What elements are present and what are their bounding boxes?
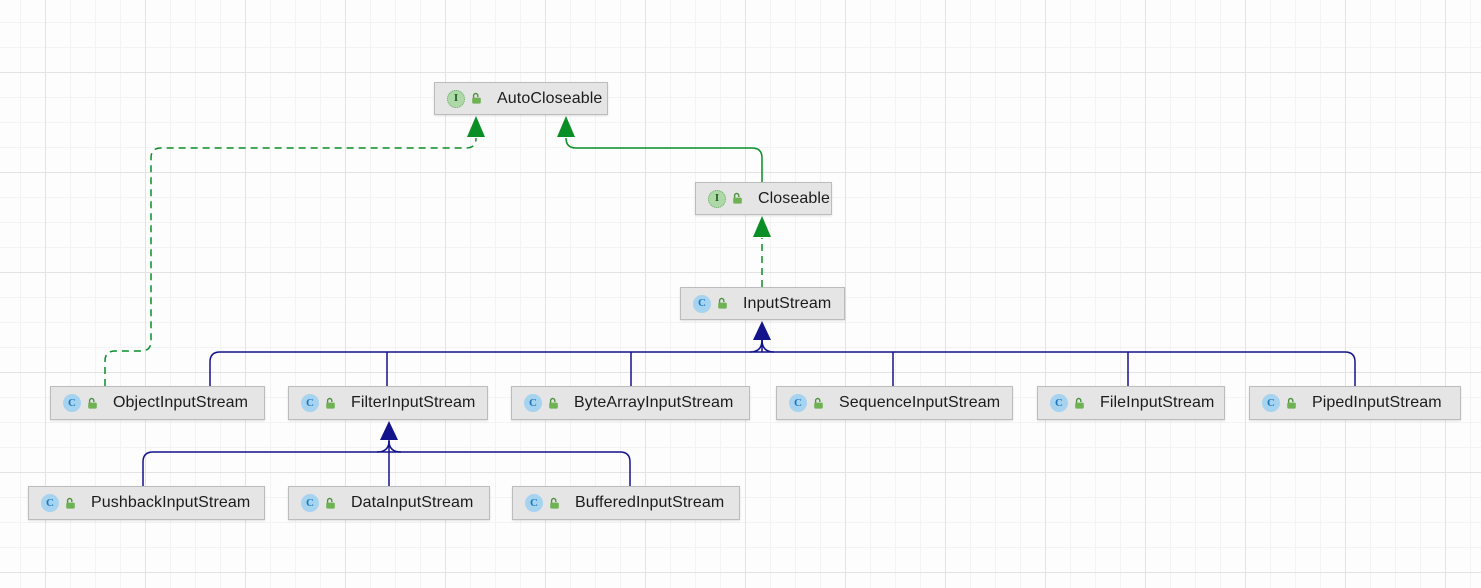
public-key-icon: [813, 397, 825, 410]
public-key-icon: [325, 397, 337, 410]
class-icon: C: [524, 394, 542, 412]
node-label: PipedInputStream: [1312, 394, 1442, 411]
node-label: InputStream: [743, 294, 832, 312]
class-icon: C: [63, 394, 81, 412]
public-key-icon: [549, 497, 561, 510]
inheritance-arrowhead: [753, 321, 771, 340]
node-label: ObjectInputStream: [113, 394, 249, 411]
class-icon: C: [301, 394, 319, 412]
public-key-icon: [87, 397, 99, 410]
node-datainputstream[interactable]: C DataInputStream: [288, 486, 490, 520]
inheritance-arrowhead: [753, 216, 771, 237]
public-key-icon: [1074, 397, 1086, 410]
edge-inputstream-implements-closeable[interactable]: [753, 216, 771, 287]
edge-objectinputstream-implements-autocloseable[interactable]: [104, 116, 485, 386]
node-pipedinputstream[interactable]: C PipedInputStream: [1249, 386, 1461, 420]
class-icon: C: [1262, 394, 1280, 412]
public-key-icon: [471, 92, 483, 105]
node-fileinputstream[interactable]: C FileInputStream: [1037, 386, 1225, 420]
node-objectinputstream[interactable]: C ObjectInputStream: [50, 386, 265, 420]
public-key-icon: [325, 497, 337, 510]
class-icon: C: [41, 494, 59, 512]
node-label: SequenceInputStream: [839, 394, 1001, 411]
node-label: AutoCloseable: [497, 89, 603, 107]
node-autocloseable[interactable]: I AutoCloseable: [434, 82, 608, 115]
public-key-icon: [1286, 397, 1298, 410]
inheritance-arrowhead: [557, 116, 575, 137]
class-icon: C: [301, 494, 319, 512]
node-label: Closeable: [758, 189, 831, 207]
class-icon: C: [693, 294, 711, 313]
public-key-icon: [65, 497, 77, 510]
edge-inputstream-subclasses[interactable]: [209, 321, 1356, 386]
node-bufferedinputstream[interactable]: C BufferedInputStream: [512, 486, 740, 520]
node-closeable[interactable]: I Closeable: [695, 182, 832, 215]
node-inputstream[interactable]: C InputStream: [680, 287, 845, 320]
public-key-icon: [548, 397, 560, 410]
node-label: FileInputStream: [1100, 394, 1215, 411]
node-filterinputstream[interactable]: C FilterInputStream: [288, 386, 488, 420]
node-label: FilterInputStream: [351, 394, 476, 411]
interface-icon: I: [708, 189, 726, 208]
public-key-icon: [717, 297, 729, 310]
interface-icon: I: [447, 89, 465, 108]
inheritance-arrowhead: [467, 116, 485, 137]
edge-filterinputstream-subclasses[interactable]: [142, 421, 631, 486]
class-icon: C: [1050, 394, 1068, 412]
node-label: PushbackInputStream: [91, 494, 251, 511]
node-label: DataInputStream: [351, 494, 474, 511]
inheritance-arrowhead: [380, 421, 398, 440]
class-icon: C: [789, 394, 807, 412]
node-label: BufferedInputStream: [575, 494, 725, 511]
class-icon: C: [525, 494, 543, 512]
edge-closeable-extends-autocloseable[interactable]: [557, 116, 763, 182]
node-label: ByteArrayInputStream: [574, 394, 734, 411]
node-pushbackinputstream[interactable]: C PushbackInputStream: [28, 486, 265, 520]
node-bytearrayinputstream[interactable]: C ByteArrayInputStream: [511, 386, 750, 420]
public-key-icon: [732, 192, 744, 205]
node-sequenceinputstream[interactable]: C SequenceInputStream: [776, 386, 1013, 420]
